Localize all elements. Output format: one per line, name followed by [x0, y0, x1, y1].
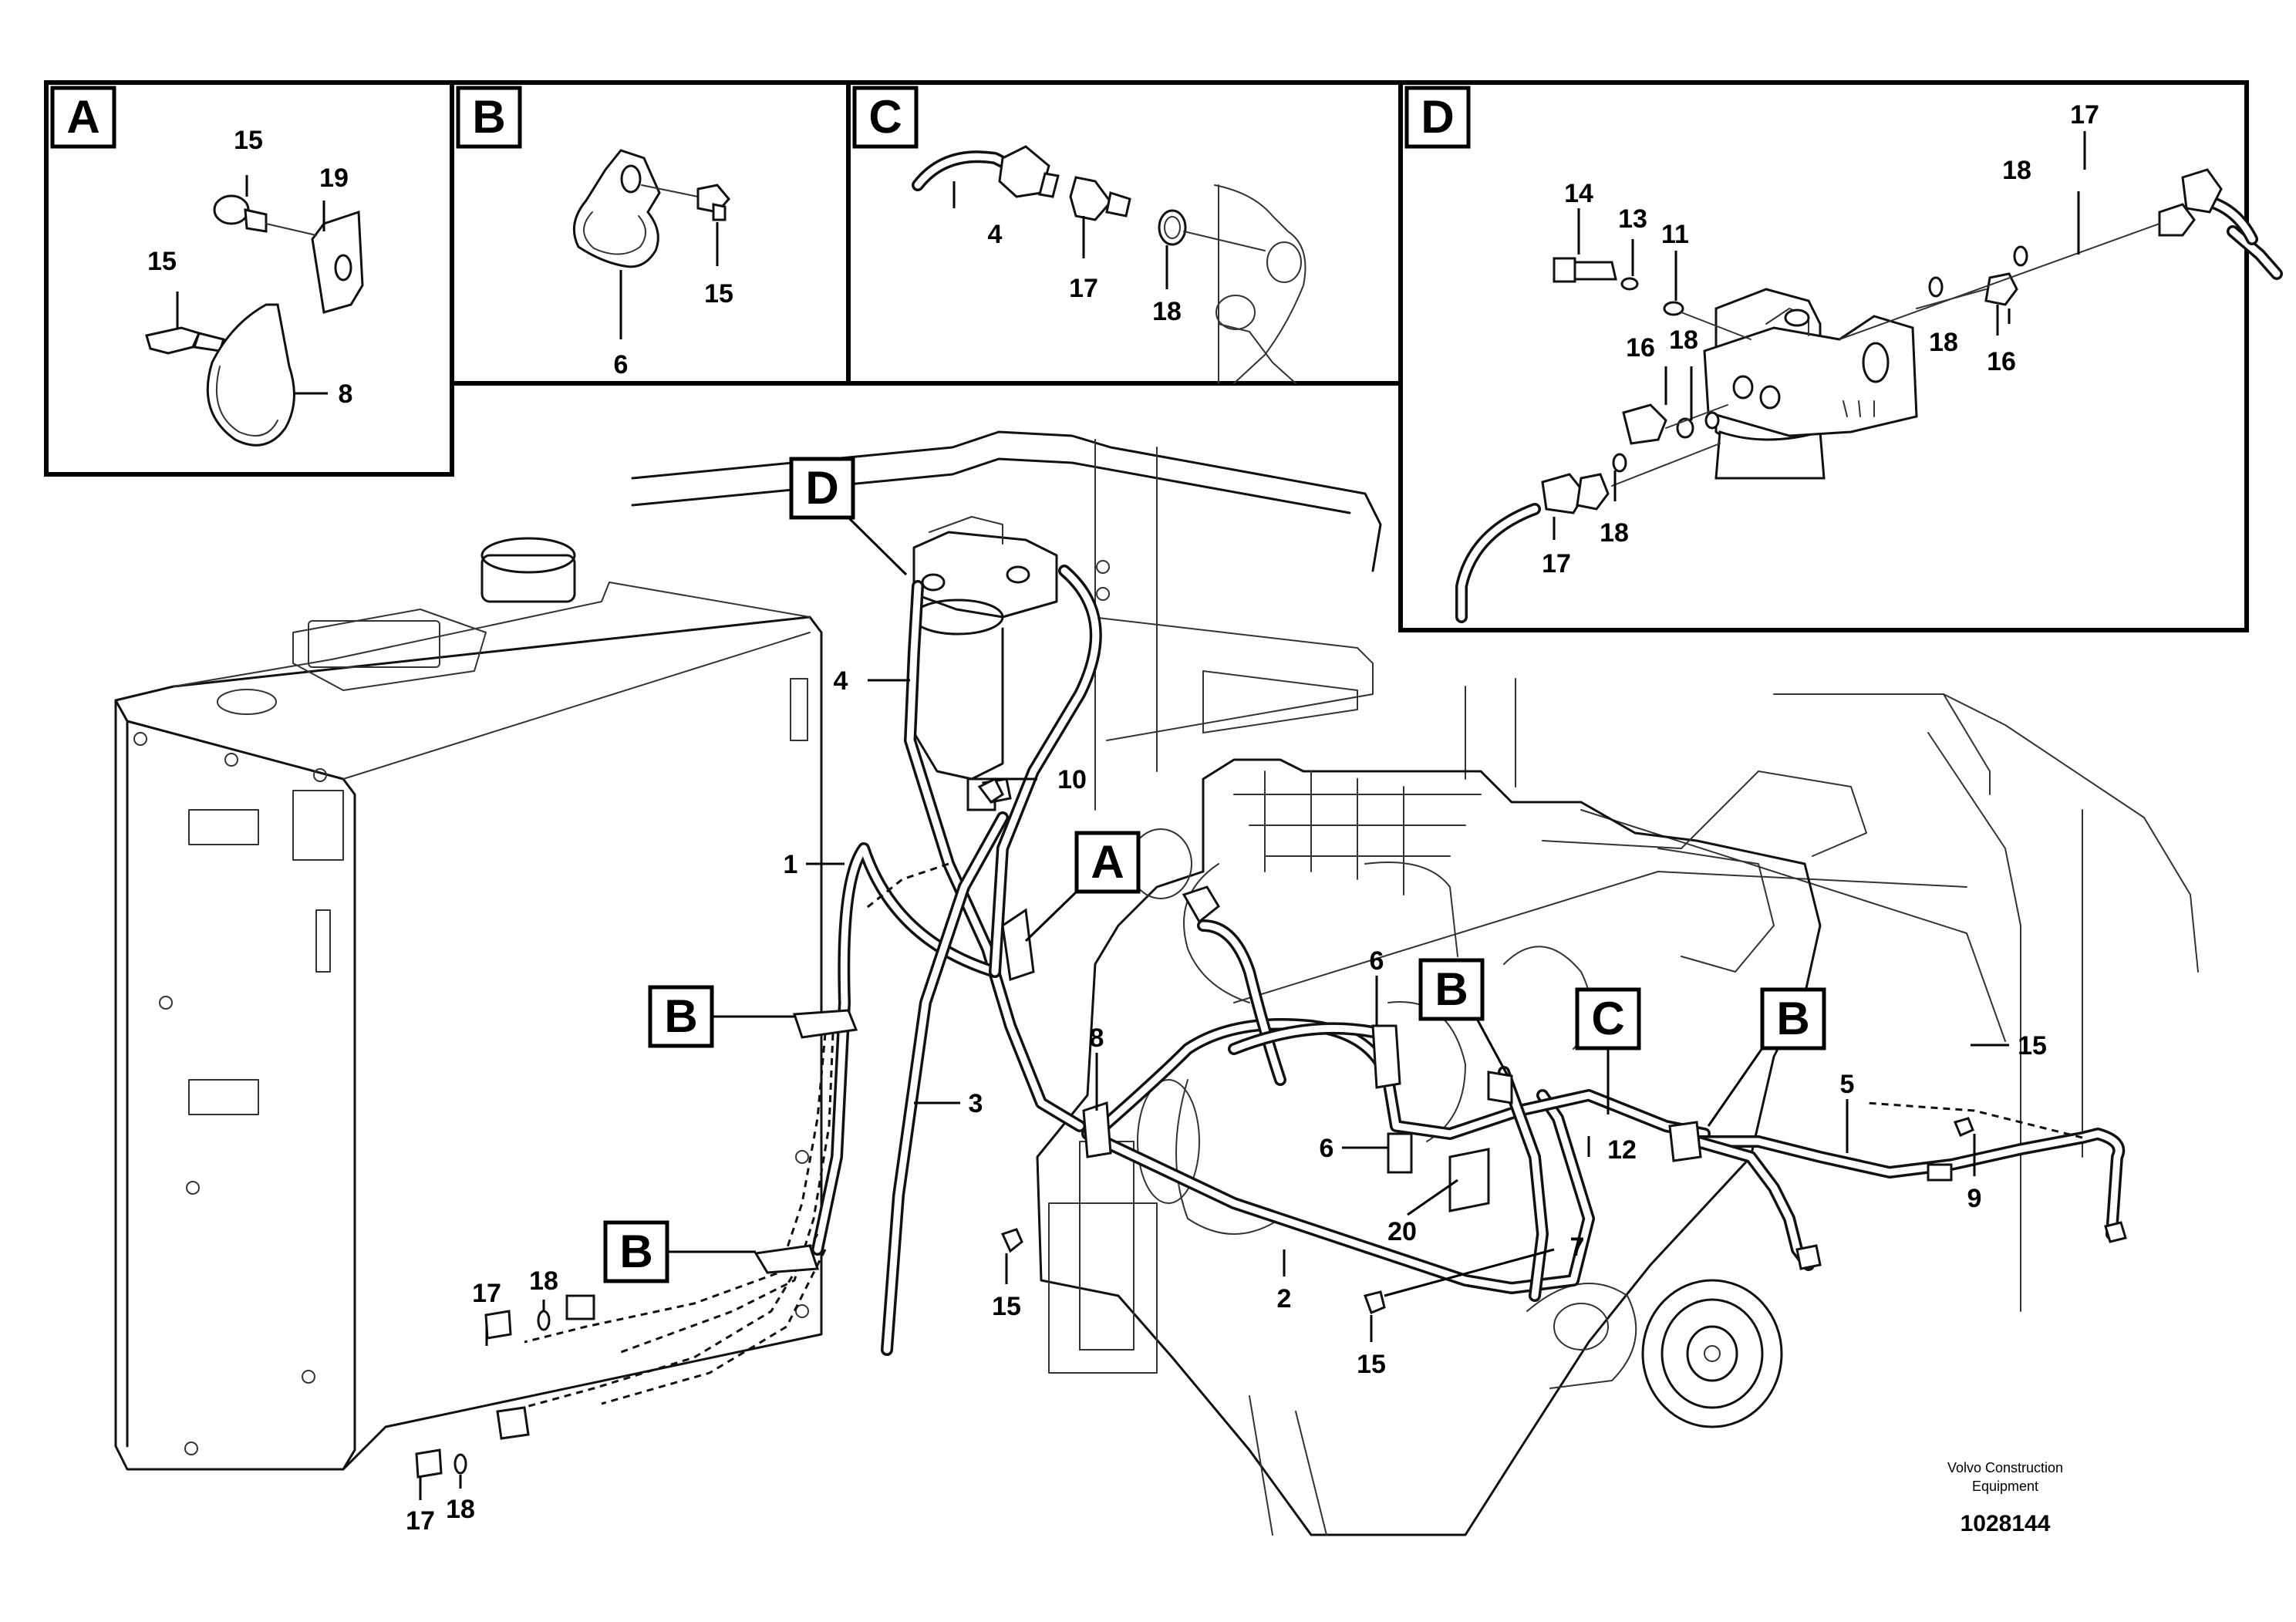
svg-text:D: D — [1421, 91, 1454, 143]
callout-19: 19 — [319, 164, 349, 193]
callout-1: 1 — [784, 850, 798, 879]
callout-6: 6 — [1320, 1134, 1334, 1163]
callout-15: 15 — [1357, 1350, 1386, 1379]
callout-8: 8 — [1090, 1023, 1104, 1053]
credit-line-1: Volvo Construction — [1947, 1460, 2063, 1475]
callout-17: 17 — [472, 1279, 501, 1308]
callout-9: 9 — [1967, 1184, 1982, 1213]
detail-d-drawing: 17 18 14 13 11 16 18 18 16 17 18 — [1455, 100, 2283, 623]
view-tag-a: A — [1024, 831, 1141, 943]
view-tag-b-1: B — [648, 985, 794, 1048]
svg-text:B: B — [472, 91, 505, 143]
callout-15: 15 — [992, 1292, 1021, 1321]
fuel-tank — [114, 537, 823, 1471]
callout-16: 16 — [1626, 333, 1655, 363]
svg-text:A: A — [66, 91, 99, 143]
svg-text:A: A — [1091, 836, 1124, 888]
callout-4: 4 — [988, 220, 1003, 249]
detail-a-drawing: 15 19 15 8 — [145, 126, 364, 447]
callout-17: 17 — [2070, 100, 2099, 130]
callout-17: 17 — [1069, 274, 1098, 303]
callout-2: 2 — [1277, 1284, 1292, 1313]
svg-text:B: B — [619, 1226, 652, 1277]
callout-14: 14 — [1564, 179, 1593, 208]
svg-text:B: B — [664, 990, 697, 1042]
callout-18: 18 — [2002, 156, 2031, 185]
view-tag-b-4: B — [1707, 987, 1826, 1127]
main-callouts: 4 10 1 3 8 6 6 15 5 12 9 20 7 2 15 15 17 — [406, 666, 2047, 1536]
callout-6: 6 — [614, 350, 629, 379]
callout-18: 18 — [1152, 297, 1182, 326]
detail-b-drawing: 15 6 — [572, 149, 733, 379]
callout-15: 15 — [704, 279, 733, 309]
callout-12: 12 — [1607, 1135, 1637, 1165]
detail-tag-d: D — [1404, 86, 1471, 149]
view-tag-b-3: B — [1418, 958, 1509, 1077]
callout-20: 20 — [1387, 1217, 1417, 1246]
svg-text:B: B — [1776, 993, 1809, 1044]
callout-7: 7 — [1570, 1233, 1585, 1262]
detail-tag-c: C — [852, 86, 919, 149]
callout-17: 17 — [406, 1506, 435, 1536]
callout-8: 8 — [339, 379, 353, 409]
callout-3: 3 — [969, 1089, 983, 1118]
detail-tag-a: A — [50, 86, 116, 149]
callout-15: 15 — [147, 247, 177, 276]
view-tag-d: D — [789, 457, 908, 576]
engine-block — [1036, 758, 1867, 1536]
detail-views-frame — [44, 80, 2249, 632]
svg-text:D: D — [805, 462, 838, 514]
callout-13: 13 — [1618, 204, 1647, 234]
callout-18: 18 — [529, 1266, 558, 1296]
callout-18: 18 — [1600, 518, 1629, 548]
svg-text:B: B — [1435, 963, 1468, 1015]
callout-15: 15 — [234, 126, 263, 155]
drawing-reference: 1028144 — [1961, 1511, 2051, 1536]
clamps-fittings — [415, 777, 2127, 1479]
callout-17: 17 — [1542, 549, 1571, 578]
detail-c-drawing: 4 17 18 — [912, 145, 1306, 384]
credit-line-2: Equipment — [1972, 1479, 2038, 1494]
callout-5: 5 — [1840, 1070, 1855, 1099]
view-tag-c: C — [1575, 987, 1641, 1114]
callout-18: 18 — [446, 1495, 475, 1524]
fuel-hoses — [508, 565, 2126, 1413]
fuel-filter — [912, 516, 1058, 811]
detail-tag-b: B — [456, 86, 522, 149]
callout-10: 10 — [1057, 765, 1087, 794]
svg-text:C: C — [868, 91, 902, 143]
callout-11: 11 — [1661, 220, 1689, 249]
svg-text:C: C — [1591, 993, 1624, 1044]
callout-4: 4 — [834, 666, 848, 696]
view-tag-b-2: B — [603, 1220, 756, 1283]
callout-16: 16 — [1987, 347, 2016, 376]
callout-18: 18 — [1929, 328, 1958, 357]
callout-15: 15 — [2018, 1031, 2047, 1061]
callout-6: 6 — [1370, 946, 1384, 976]
publisher-credit: Volvo Construction Equipment 1028144 — [1947, 1460, 2063, 1536]
callout-18: 18 — [1669, 325, 1698, 355]
